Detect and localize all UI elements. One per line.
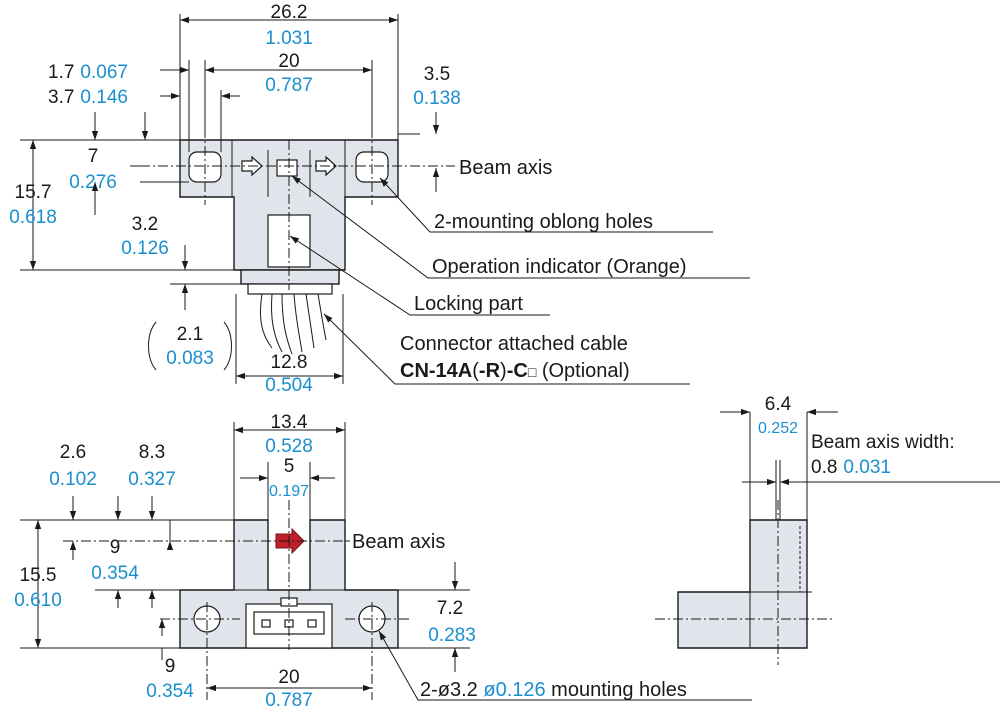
dim-7-mm: 7 <box>88 146 99 167</box>
dim-20-in: 0.787 <box>265 690 313 711</box>
mounting-holes-label: 2-mounting oblong holes <box>434 211 653 233</box>
beam-axis-label-top: Beam axis <box>459 157 552 179</box>
dim-2-6-in: 0.102 <box>49 469 97 490</box>
dim-5-in: 0.197 <box>269 483 309 500</box>
dim-2-1-in: 0.083 <box>166 348 214 369</box>
mounting-holes-front-label: 2-ø3.2 ø0.126 mounting holes <box>420 679 687 701</box>
dim-3-2-mm: 3.2 <box>132 214 158 235</box>
dim-7-2-in: 0.283 <box>428 625 476 646</box>
dim-2-6-mm: 2.6 <box>60 442 86 463</box>
dim-9b-mm: 9 <box>165 656 176 677</box>
dim-9b-in: 0.354 <box>146 681 194 702</box>
beam-axis-label-front: Beam axis <box>352 531 445 553</box>
dim-3-2-in: 0.126 <box>121 238 169 259</box>
dim-9a-in: 0.354 <box>91 563 139 584</box>
dim-12-8-mm: 12.8 <box>271 352 308 373</box>
dim-6-4-mm: 6.4 <box>765 394 792 415</box>
overall-width-mm: 26.2 <box>271 2 308 23</box>
hole-pitch-in: 0.787 <box>265 75 313 96</box>
dim-13-4-in: 0.528 <box>265 436 313 457</box>
dim-8-3-mm: 8.3 <box>139 442 165 463</box>
front-view: 13.4 0.528 5 0.197 2.6 0.102 8.3 0.327 9… <box>14 412 752 711</box>
dim-15-7-in: 0.618 <box>9 207 57 228</box>
cable-label: Connector attached cable <box>400 333 628 355</box>
dim-7-in: 0.276 <box>69 172 117 193</box>
dim-2-1-mm: 2.1 <box>177 324 203 345</box>
operation-indicator-label: Operation indicator (Orange) <box>432 256 687 278</box>
dim-15-5-in: 0.610 <box>14 590 62 611</box>
dim-15-5-mm: 15.5 <box>20 565 57 586</box>
side-view-body <box>677 519 812 649</box>
dim-15-7-mm: 15.7 <box>15 182 52 203</box>
beam-arrow-icon <box>275 527 305 555</box>
dim-3-5-in: 0.138 <box>413 88 461 109</box>
dim-20-mm: 20 <box>278 667 299 688</box>
dim-7-2-mm: 7.2 <box>437 598 463 619</box>
dim-3-5-mm: 3.5 <box>424 64 450 85</box>
dim-9a-mm: 9 <box>110 537 121 558</box>
dim-5-mm: 5 <box>284 456 295 477</box>
dim-6-4-in: 0.252 <box>758 420 798 437</box>
cable-model-label: CN-14A(-R)-C□ (Optional) <box>400 360 630 382</box>
dim-12-8-in: 0.504 <box>265 375 313 396</box>
beam-axis-width-label: Beam axis width: <box>811 432 955 453</box>
overall-width-in: 1.031 <box>265 28 313 49</box>
dim-8-3-in: 0.327 <box>128 469 176 490</box>
locking-part-label: Locking part <box>414 293 523 315</box>
dim-13-4-mm: 13.4 <box>271 412 308 433</box>
hole-pitch-mm: 20 <box>278 51 299 72</box>
